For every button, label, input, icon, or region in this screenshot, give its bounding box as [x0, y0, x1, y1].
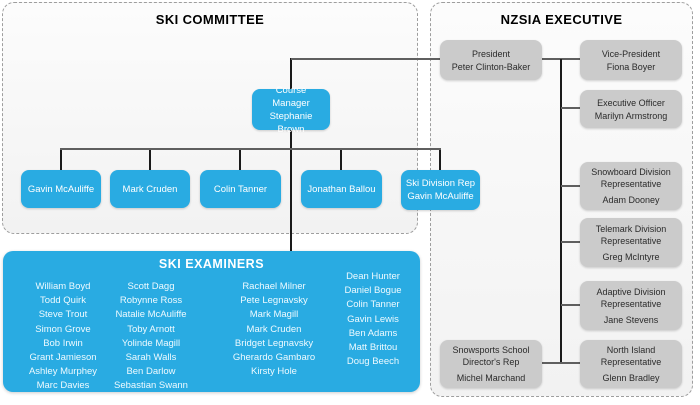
executive-officer-box: Executive Officer Marilyn Armstrong	[580, 90, 682, 128]
committee-member-box: Mark Cruden	[110, 170, 190, 208]
role-label: Snowboard Division Representative	[591, 167, 671, 189]
role-label: Vice-President	[601, 48, 661, 59]
connector-line	[290, 130, 292, 251]
role-label: Snowsports School Director's Rep	[452, 345, 530, 367]
connector-line	[560, 59, 562, 364]
course-manager-box: Course Manager Stephanie Brown	[252, 85, 330, 135]
examiner-name: Colin Tanner	[346, 299, 400, 311]
connector-line	[340, 150, 342, 170]
president-box: President Peter Clinton-Baker	[440, 40, 542, 80]
role-label: Executive Officer	[597, 97, 665, 108]
person-name: Jane Stevens	[603, 314, 659, 325]
examiner-name: Pete Legnavsky	[240, 295, 308, 307]
examiner-name: Doug Beech	[346, 356, 400, 368]
examiner-name: Rachael Milner	[242, 281, 306, 292]
snowsports-rep-box: Snowsports School Director's Rep Michel …	[440, 340, 542, 388]
examiner-name: Matt Brittou	[348, 342, 398, 354]
connector-line	[60, 148, 441, 150]
examiner-name: Toby Arnott	[127, 323, 175, 335]
person-name: Jonathan Ballou	[307, 183, 376, 195]
person-name: Mark Cruden	[122, 183, 178, 195]
examiner-name: Mark Cruden	[246, 323, 302, 335]
role-label: Ski Division Rep	[405, 178, 476, 189]
nzsia-executive-title: NZSIA EXECUTIVE	[500, 12, 623, 27]
connector-line	[561, 304, 580, 306]
connector-line	[149, 150, 151, 170]
examiner-name: Gavin Lewis	[347, 313, 399, 325]
examiner-name: Mark Magill	[249, 309, 299, 321]
connector-line	[561, 107, 580, 109]
examiner-name: Ben Darlow	[126, 366, 176, 378]
person-name: Marilyn Armstrong	[594, 110, 668, 121]
committee-member-box: Gavin McAuliffe	[21, 170, 101, 208]
vice-president-box: Vice-President Fiona Boyer	[580, 40, 682, 80]
examiner-name: Marc Davies	[36, 380, 90, 392]
connector-line	[291, 58, 441, 60]
person-name: Gavin McAuliffe	[27, 183, 95, 195]
role-label: North Island Representative	[600, 345, 662, 367]
role-label: Adaptive Division Representative	[596, 286, 666, 309]
examiner-name: Sarah Walls	[125, 352, 177, 364]
person-name: Michel Marchand	[456, 373, 526, 383]
examiner-name: Todd Quirk	[40, 295, 86, 307]
examiner-name: Gherardo Gambaro	[232, 352, 316, 364]
connector-line	[239, 150, 241, 170]
person-name: Greg McIntyre	[602, 251, 660, 262]
examiner-name: Bob Irwin	[43, 337, 83, 349]
committee-member-box: Jonathan Ballou	[301, 170, 382, 208]
person-name: Fiona Boyer	[606, 61, 656, 72]
connector-line	[439, 150, 441, 170]
ski-committee-title: SKI COMMITTEE	[155, 12, 265, 27]
telemark-rep-box: Telemark Division Representative Greg Mc…	[580, 218, 682, 267]
connector-line	[561, 185, 580, 187]
connector-line	[542, 362, 580, 364]
examiner-name: Sebastian Swann	[114, 380, 188, 392]
examiner-name: Robynne Ross	[119, 295, 183, 307]
examiner-name: William Boyd	[35, 281, 91, 292]
person-name: Colin Tanner	[213, 183, 268, 195]
adaptive-rep-box: Adaptive Division Representative Jane St…	[580, 281, 682, 330]
person-name: Stephanie Brown	[269, 110, 313, 135]
examiner-name: Steve Trout	[38, 309, 88, 321]
role-label: President	[471, 48, 511, 59]
examiner-name: Grant Jamieson	[29, 352, 97, 364]
north-island-rep-box: North Island Representative Glenn Bradle…	[580, 340, 682, 388]
examiner-name: Natalie McAuliffe	[115, 309, 187, 321]
examiner-name: Daniel Bogue	[344, 285, 402, 297]
examiner-name: Ashley Murphey	[28, 366, 98, 378]
examiner-name: Yolinde Magill	[121, 337, 181, 349]
role-label: Course Manager	[272, 84, 310, 109]
examiner-name: Simon Grove	[35, 323, 91, 335]
connector-line	[290, 58, 292, 89]
person-name: Peter Clinton-Baker	[451, 61, 531, 72]
snowboard-rep-box: Snowboard Division Representative Adam D…	[580, 162, 682, 210]
person-name: Glenn Bradley	[602, 373, 660, 383]
person-name: Adam Dooney	[602, 195, 660, 205]
ski-division-rep-box: Ski Division Rep Gavin McAuliffe	[401, 170, 480, 210]
ski-examiners-title: SKI EXAMINERS	[158, 257, 265, 271]
examiner-name: Dean Hunter	[346, 271, 400, 282]
connector-line	[60, 150, 62, 170]
role-label: Telemark Division Representative	[595, 223, 667, 246]
examiner-name: Ben Adams	[348, 327, 398, 339]
examiner-name: Bridget Legnavsky	[234, 337, 314, 349]
committee-member-box: Colin Tanner	[200, 170, 281, 208]
person-name: Gavin McAuliffe	[407, 191, 474, 202]
connector-line	[561, 241, 580, 243]
examiner-name: Scott Dagg	[127, 281, 175, 292]
examiner-name: Kirsty Hole	[251, 366, 297, 378]
